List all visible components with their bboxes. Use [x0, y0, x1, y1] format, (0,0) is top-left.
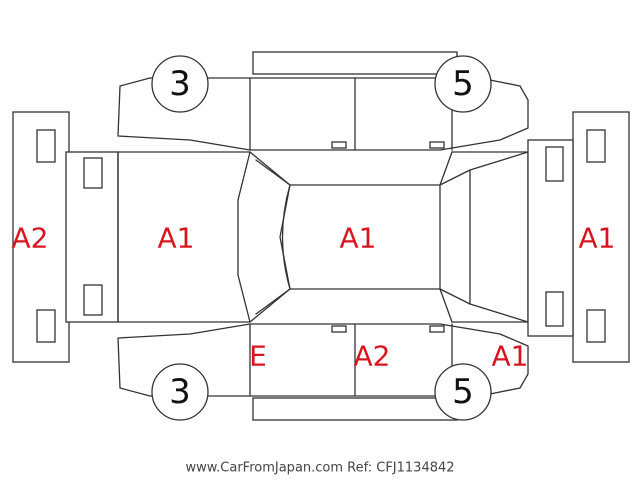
wheel-bottom-left: 3: [151, 363, 209, 421]
wheel-bottom-right-value: 5: [452, 372, 474, 412]
label-front-bumper: A2: [12, 222, 49, 255]
wheel-bottom-right: 5: [434, 363, 492, 421]
front-bumper-panel: [12, 111, 70, 363]
wheel-top-left: 3: [151, 55, 209, 113]
top-view-body: [65, 139, 574, 337]
label-lower-rear-door: A2: [354, 340, 391, 373]
wheel-top-left-value: 3: [169, 64, 191, 104]
red-marker-rear-bottom: [545, 291, 564, 327]
label-lower-left-door: E: [249, 340, 267, 373]
label-roof: A1: [340, 222, 377, 255]
red-marker-rear-top: [545, 146, 564, 182]
yellow-marker-front-bottom: [83, 284, 103, 316]
wheel-top-right: 5: [434, 55, 492, 113]
yellow-marker-front-top: [83, 157, 103, 189]
footer-reference: www.CarFromJapan.com Ref: CFJ1134842: [185, 461, 454, 476]
label-hood: A1: [158, 222, 195, 255]
label-rear-bumper: A1: [579, 222, 616, 255]
label-lower-rear-quarter: A1: [492, 340, 529, 373]
wheel-bottom-left-value: 3: [169, 372, 191, 412]
wheel-top-right-value: 5: [452, 64, 474, 104]
